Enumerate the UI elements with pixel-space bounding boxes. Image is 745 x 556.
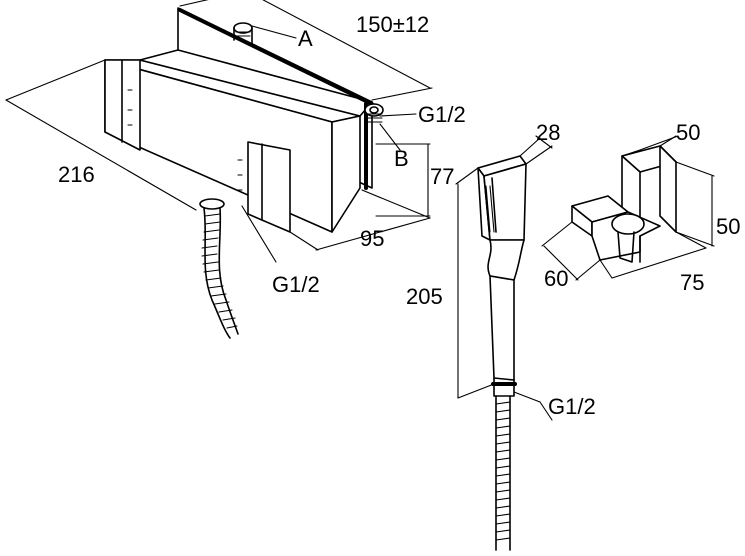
dim-handshower-width: 28 (536, 120, 560, 145)
dim-holder-width: 75 (680, 270, 704, 295)
mixer-body (104, 7, 374, 233)
connector-b (364, 103, 384, 123)
callout-point-a: A (298, 26, 313, 51)
connector-a (233, 22, 253, 45)
shower-head-face (483, 163, 527, 241)
callout-thread-hose: G1/2 (548, 394, 596, 419)
mixer-dimension-lines (5, 0, 433, 251)
dim-mixer-length: 216 (58, 162, 95, 187)
dim-mixer-height: 77 (430, 164, 454, 189)
dimension-labels: 150±12 216 77 95 28 205 50 50 60 75 (58, 12, 740, 309)
callout-point-b: B (394, 146, 409, 171)
callout-thread-bottom: G1/2 (272, 272, 320, 297)
holder-cradle (611, 213, 645, 235)
holder-back-side (659, 145, 677, 233)
dim-holder-top: 50 (676, 120, 700, 145)
shower-handle (489, 275, 515, 381)
mixer-outlet-hose (199, 198, 239, 339)
hand-shower (477, 155, 527, 551)
shower-neck (487, 239, 525, 281)
mixer-end-face (331, 115, 361, 233)
dim-holder-depth: 60 (544, 266, 568, 291)
callout-labels: A B G1/2 G1/2 G1/2 (272, 26, 596, 419)
mixer-leader-lines (241, 25, 417, 263)
dim-handshower-length: 205 (406, 284, 443, 309)
wall-holder (571, 145, 677, 263)
holder-dimension-lines (541, 135, 715, 281)
hand-shower-dimension-lines (455, 135, 553, 421)
right-handle (247, 141, 291, 233)
dim-holder-height: 50 (716, 214, 740, 239)
dim-mixer-width: 150±12 (356, 12, 429, 37)
callout-thread-b: G1/2 (418, 102, 466, 127)
dim-mixer-depth: 95 (360, 226, 384, 251)
